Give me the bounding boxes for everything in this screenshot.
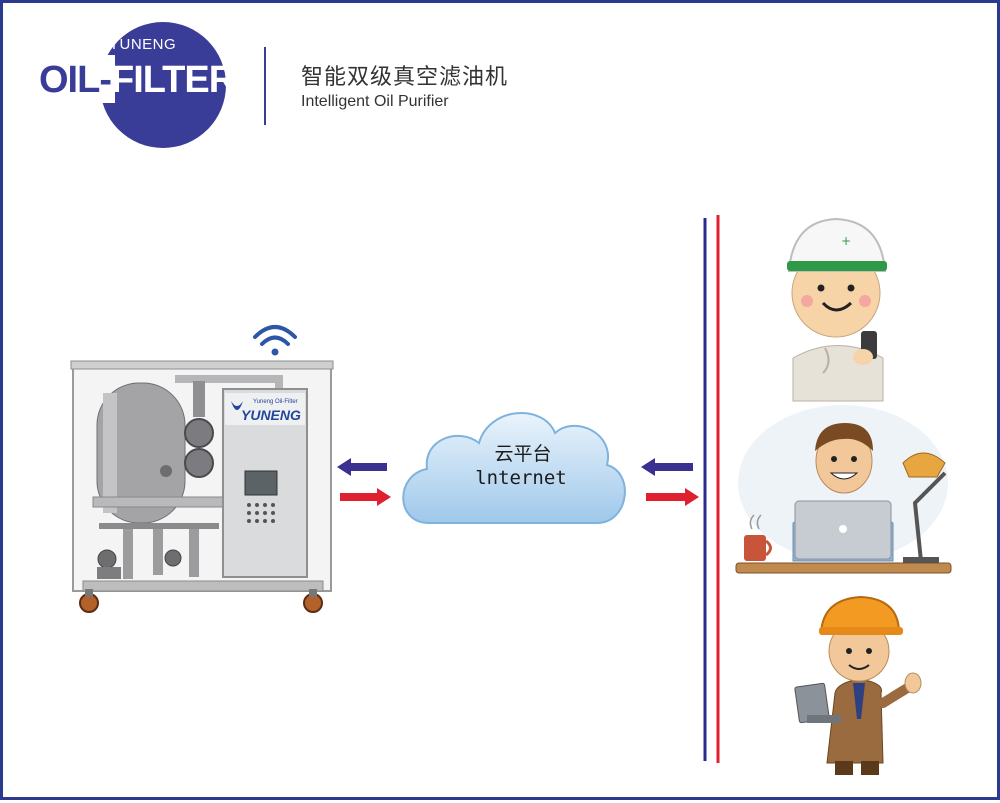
brand-logo-text: OIL-FILTER	[39, 59, 236, 102]
arrow-to-users	[646, 488, 699, 506]
brand-dash: -	[99, 59, 112, 101]
cloud-label-chinese: 云平台	[494, 443, 552, 465]
machine-logo-text: YUNENG	[241, 407, 301, 423]
brand-circle	[100, 22, 226, 148]
title-chinese: 智能双级真空滤油机	[301, 65, 509, 90]
wifi-icon	[253, 325, 297, 356]
engineer-laptop	[794, 595, 922, 775]
diagram-graphics: +	[70, 215, 952, 775]
arrow-to-cloud-from-users	[641, 458, 693, 476]
oil-purifier-machine	[70, 360, 334, 613]
header-graphics	[33, 22, 266, 148]
brand-mask	[33, 55, 115, 103]
arrow-to-machine	[337, 458, 387, 476]
worker-helmet-phone: +	[787, 217, 887, 402]
machine-logo-small: Yuneng Oil-Filter	[253, 399, 298, 405]
svg-text:+: +	[841, 234, 851, 248]
cloud-icon	[402, 412, 626, 524]
title-english: Intelligent Oil Purifier	[301, 93, 449, 110]
brand-top-text: YUNENG	[109, 36, 177, 53]
brand-oil: OIL	[39, 59, 100, 101]
cloud-label-internet: lnternet	[475, 467, 567, 489]
arrow-to-cloud-from-machine	[340, 488, 391, 506]
brand-filter: FILTER	[110, 59, 236, 101]
office-worker-laptop	[735, 405, 952, 574]
